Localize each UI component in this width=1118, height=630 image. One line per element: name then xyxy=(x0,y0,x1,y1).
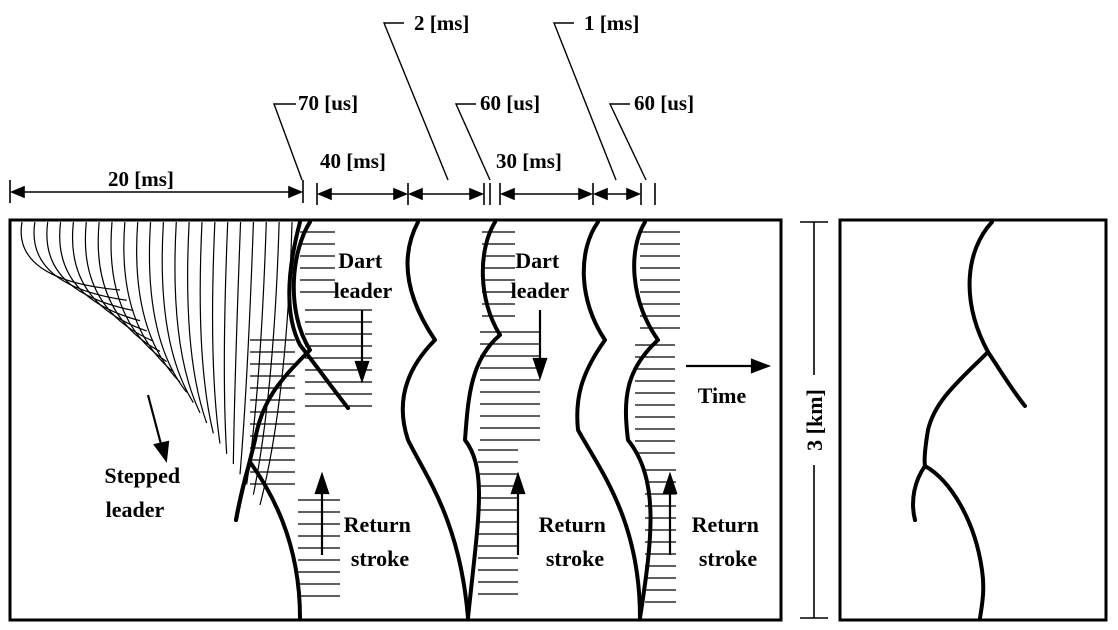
dart-leader-2-arrow xyxy=(532,357,548,381)
stepped-branch xyxy=(187,221,208,424)
stepped-leader-label: Stepped leader xyxy=(104,463,185,522)
dart-leader-3-channel xyxy=(623,220,660,620)
stepped-branch xyxy=(97,221,161,352)
stepped-branch xyxy=(232,221,242,465)
height-scale xyxy=(800,221,828,619)
stepped-branch xyxy=(211,221,221,444)
stepped-branch xyxy=(239,221,255,475)
first-return-stroke-channel xyxy=(234,460,302,620)
label-2ms: 2 [ms] xyxy=(414,11,469,35)
stepped-branch xyxy=(252,221,280,495)
label-1ms: 1 [ms] xyxy=(584,11,639,35)
main-frame xyxy=(8,218,783,622)
dart-leader-2-channel xyxy=(463,220,502,620)
lightning-channel-sketch xyxy=(911,220,1027,620)
stepped-branch xyxy=(223,221,229,454)
third-return-stroke-channel xyxy=(575,220,642,620)
second-return-stroke-channel xyxy=(400,220,470,620)
stepped-branch xyxy=(59,221,141,322)
leader-hatching xyxy=(250,231,680,603)
return-stroke-2-label: Return stroke xyxy=(539,512,612,571)
dart-leader-1-arrow xyxy=(354,360,370,384)
return-stroke-2-arrow xyxy=(510,471,526,495)
time-label: Time xyxy=(698,383,747,408)
stepped-branch xyxy=(33,221,127,301)
stepped-branch xyxy=(136,221,181,383)
stepped-branch xyxy=(20,221,121,291)
label-20ms: 20 [ms] xyxy=(108,167,174,191)
dart-leader-1-label: Dart leader xyxy=(334,248,393,303)
dart-leader-2-label: Dart leader xyxy=(511,248,570,303)
stepped-branch xyxy=(174,221,201,414)
label-70us: 70 [us] xyxy=(298,91,358,115)
stepped-branch xyxy=(246,221,267,485)
time-arrow xyxy=(750,358,772,374)
stepped-branch xyxy=(148,221,188,393)
return-stroke-1-arrow xyxy=(314,471,330,495)
return-stroke-3-arrow xyxy=(662,471,678,495)
timing-dimensions xyxy=(9,180,656,205)
arrows xyxy=(146,310,772,555)
dart-leader-1-channel xyxy=(287,220,350,410)
label-leader-lines xyxy=(272,22,647,181)
stepped-branch xyxy=(123,221,174,373)
stepped-leader-arrow xyxy=(153,440,170,463)
channel-frame xyxy=(838,218,1108,622)
stepped-branch xyxy=(199,221,214,434)
return-stroke-1-label: Return stroke xyxy=(344,512,417,571)
stepped-branch xyxy=(161,221,194,403)
height-scale-label: 3 [km] xyxy=(802,389,827,451)
stepped-branch xyxy=(71,221,147,332)
return-stroke-3-label: Return stroke xyxy=(692,512,765,571)
label-30ms: 30 [ms] xyxy=(496,149,562,173)
label-60us-1: 60 [us] xyxy=(480,91,540,115)
label-40ms: 40 [ms] xyxy=(320,149,386,173)
stepped-branch xyxy=(84,221,154,342)
label-60us-2: 60 [us] xyxy=(634,91,694,115)
main-channels xyxy=(234,220,660,620)
